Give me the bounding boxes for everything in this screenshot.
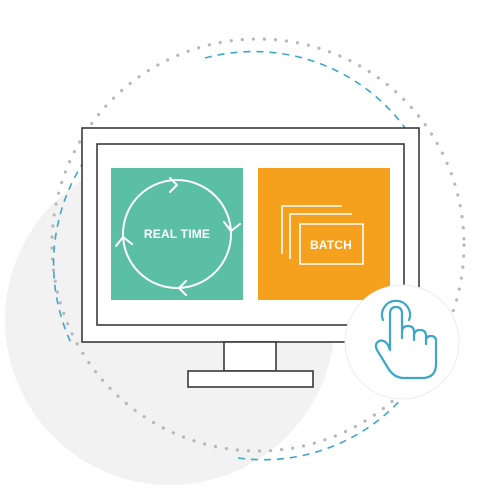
realtime-tile-bg — [111, 168, 243, 300]
monitor-base — [187, 370, 314, 388]
dashed-arc-top — [204, 50, 413, 139]
realtime-tile: REAL TIME — [111, 168, 243, 300]
touch-button[interactable] — [344, 284, 460, 400]
realtime-label: REAL TIME — [144, 227, 210, 241]
batch-tile: BATCH — [258, 168, 390, 300]
touch-button-circle[interactable] — [344, 284, 460, 400]
dashed-arc-bottom — [237, 394, 406, 461]
batch-tile-bg — [258, 168, 390, 300]
stacked-frames-icon — [281, 205, 364, 265]
monitor-neck — [223, 341, 277, 372]
batch-label: BATCH — [310, 238, 352, 252]
dashed-arc-left — [52, 149, 93, 346]
hand-pointer-icon — [374, 299, 438, 380]
cycle-arrows-icon — [115, 177, 241, 296]
dotted-ring — [50, 37, 466, 453]
